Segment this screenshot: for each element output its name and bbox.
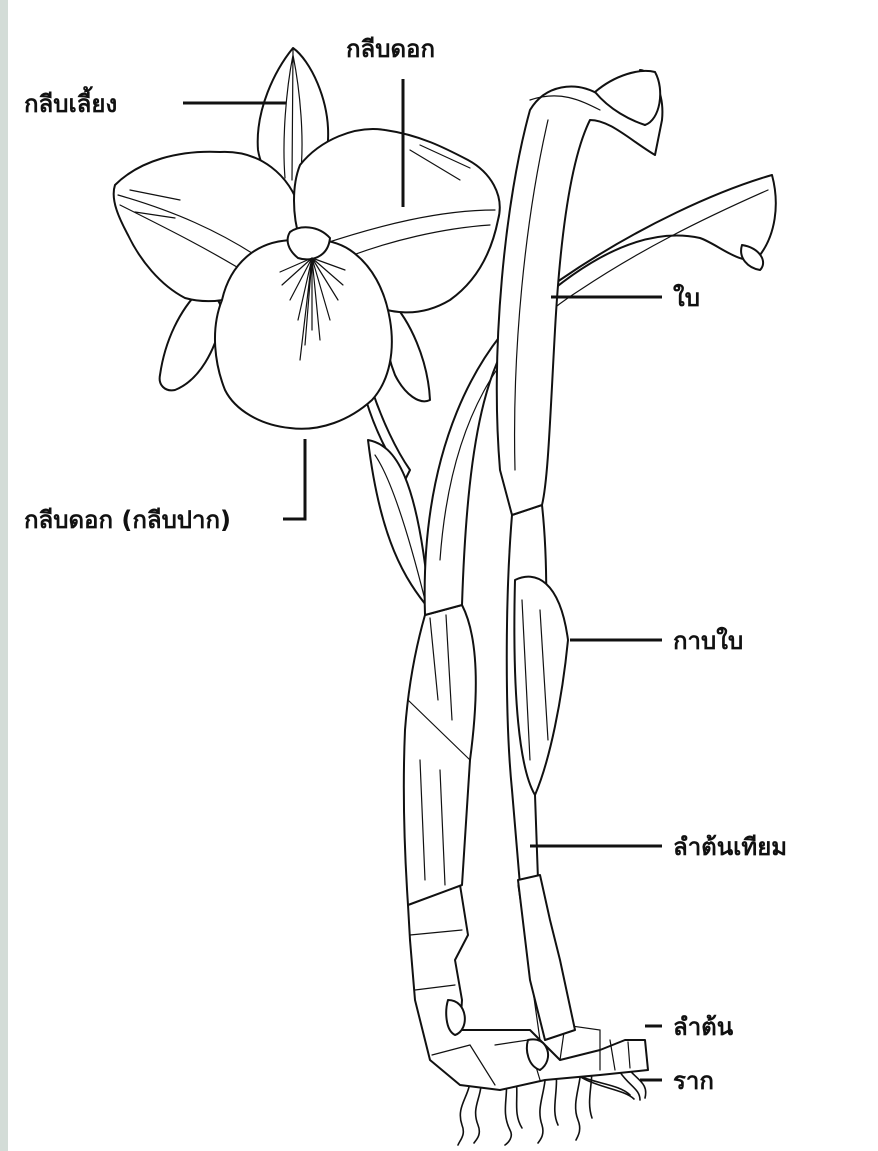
label-rhizome: ลำต้น — [645, 1013, 734, 1041]
label-sepal-text: กลีบเลี้ยง — [24, 85, 117, 118]
label-lip-text: กลีบดอก (กลีบปาก) — [24, 506, 231, 534]
leaf-upright — [497, 70, 663, 515]
label-rhizome-text: ลำต้น — [673, 1013, 734, 1041]
label-leaf-text: ใบ — [673, 283, 700, 312]
label-leaf-sheath: กาบใบ — [570, 626, 743, 655]
pseudobulb-right — [507, 505, 575, 1040]
orchid-flower — [114, 48, 500, 429]
label-root: ราก — [640, 1067, 714, 1095]
pseudobulb-left — [404, 605, 476, 905]
label-sepal: กลีบเลี้ยง — [24, 85, 286, 118]
leader-lip — [283, 439, 305, 519]
label-root-text: ราก — [673, 1067, 714, 1095]
label-pseudobulb: ลำต้นเทียม — [530, 833, 787, 861]
label-lip: กลีบดอก (กลีบปาก) — [24, 439, 305, 534]
label-leaf: ใบ — [551, 283, 700, 312]
label-pseudobulb-text: ลำต้นเทียม — [673, 833, 787, 861]
label-leaf-sheath-text: กาบใบ — [673, 626, 743, 655]
flower-stalk — [366, 390, 430, 610]
label-petal-text: กลีบดอก — [346, 35, 435, 63]
orchid-illustration — [114, 48, 776, 1145]
